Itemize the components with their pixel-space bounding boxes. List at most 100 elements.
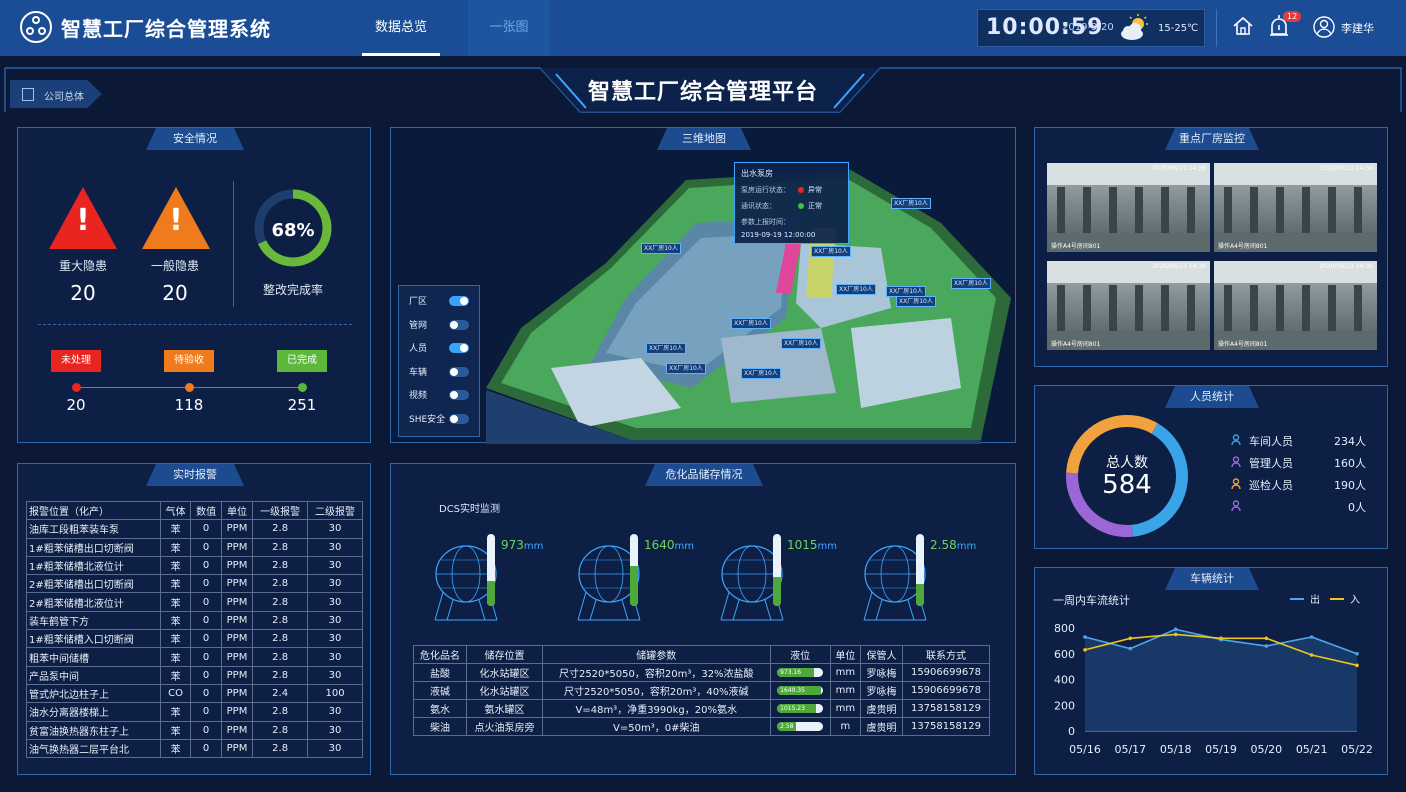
table-cell: 30 xyxy=(307,738,363,759)
column-header: 保管人 xyxy=(860,645,903,664)
tab-data-overview[interactable]: 数据总览 xyxy=(362,0,440,56)
stage-tag-unprocessed[interactable]: 未处理 xyxy=(51,350,101,372)
layer-toggle-row[interactable]: 管网 xyxy=(399,315,479,339)
level-bar-text: 973.16 xyxy=(780,669,802,676)
alert-count-badge: 12 xyxy=(1283,11,1302,22)
data-point[interactable] xyxy=(1083,648,1087,652)
user-avatar-icon[interactable] xyxy=(1313,16,1335,38)
building-label[interactable]: XX厂房10人 xyxy=(896,296,936,307)
data-point[interactable] xyxy=(1219,636,1223,641)
table-cell: 30 xyxy=(307,574,363,594)
building-label[interactable]: XX厂房10人 xyxy=(886,286,926,297)
data-point[interactable] xyxy=(1264,644,1269,648)
building-label[interactable]: XX厂房10人 xyxy=(731,318,771,329)
data-point[interactable] xyxy=(1083,635,1087,639)
building-label[interactable]: XX厂房10人 xyxy=(741,368,781,379)
table-cell: V=50m³，0#柴油 xyxy=(541,717,771,736)
data-point[interactable] xyxy=(1128,646,1133,651)
layer-toggle-switch[interactable] xyxy=(449,413,469,424)
data-point[interactable] xyxy=(1309,653,1314,657)
tank-gauge: 973mm xyxy=(433,534,563,622)
camera-caption: 操作A4号房间801 xyxy=(1051,341,1101,348)
panel-title: 人员统计 xyxy=(1165,386,1259,408)
table-cell: 2.8 xyxy=(252,574,309,594)
personnel-category: 车间人员 xyxy=(1249,435,1293,448)
layer-toggle-switch[interactable] xyxy=(449,390,469,400)
building-label[interactable]: XX厂房10人 xyxy=(641,243,681,254)
building-label[interactable]: XX厂房10人 xyxy=(891,198,931,209)
building-label[interactable]: XX厂房10人 xyxy=(951,278,991,289)
person-icon xyxy=(1231,434,1241,446)
layer-toggle-switch[interactable] xyxy=(449,296,469,306)
popup-status-value: 异常 xyxy=(808,186,822,194)
layer-toggle-switch[interactable] xyxy=(449,343,469,353)
layer-toggle-row[interactable]: 视频 xyxy=(399,385,479,409)
person-icon xyxy=(1231,500,1241,512)
factory-3d-map[interactable] xyxy=(391,128,1017,444)
building-label[interactable]: XX厂房10人 xyxy=(781,338,821,349)
table-cell: 1#粗苯储槽出口切断阀 xyxy=(26,537,161,557)
stage-tag-pending-acceptance[interactable]: 待验收 xyxy=(164,350,214,372)
layer-toggle-row[interactable]: 车辆 xyxy=(399,362,479,386)
level-bar: 1640.35 xyxy=(777,686,824,695)
table-cell: 30 xyxy=(307,647,363,667)
table-cell: 油气换热器二层平台北 xyxy=(26,738,161,759)
alarm-bell-icon[interactable] xyxy=(1268,14,1290,38)
data-point[interactable] xyxy=(1128,636,1133,641)
table-cell: 0 xyxy=(190,629,222,649)
data-point[interactable] xyxy=(1309,635,1314,639)
data-point[interactable] xyxy=(1173,627,1178,632)
general-hazard-label: 一般隐患 xyxy=(150,259,199,273)
building-label[interactable]: XX厂房10人 xyxy=(836,284,876,295)
layer-toggle-row[interactable]: 厂区 xyxy=(399,291,479,315)
data-point[interactable] xyxy=(1173,632,1178,637)
panel-title: 重点厂房监控 xyxy=(1165,128,1259,150)
personnel-category: 巡检人员 xyxy=(1249,479,1293,492)
sphere-tank-icon xyxy=(720,545,784,621)
tab-one-map[interactable]: 一张图 xyxy=(468,0,550,56)
level-bar: 1015.23 xyxy=(777,704,824,713)
data-point[interactable] xyxy=(1355,651,1359,656)
table-cell: 0 xyxy=(190,738,222,759)
home-icon[interactable] xyxy=(1232,16,1254,36)
breadcrumb[interactable]: 公司总体 xyxy=(10,80,102,108)
layer-toggle-switch[interactable] xyxy=(449,366,469,377)
building-label[interactable]: XX厂房10人 xyxy=(811,246,851,257)
stage-tag-completed[interactable]: 已完成 xyxy=(277,350,327,372)
y-tick-label: 600 xyxy=(1054,648,1075,661)
table-cell: 2.8 xyxy=(252,629,309,649)
level-bar-fill xyxy=(777,668,814,677)
popup-comm-value: 正常 xyxy=(808,202,822,210)
layer-toggle-row[interactable]: SHE安全 xyxy=(399,409,479,433)
layer-toggle-switch[interactable] xyxy=(449,319,469,330)
layer-toggle-row[interactable]: 人员 xyxy=(399,338,479,362)
building-label[interactable]: XX厂房10人 xyxy=(646,343,686,354)
user-name[interactable]: 李建华 xyxy=(1341,22,1374,35)
data-point[interactable] xyxy=(1355,663,1359,668)
building-label[interactable]: XX厂房10人 xyxy=(666,363,706,374)
data-point[interactable] xyxy=(1264,636,1269,641)
camera-timestamp: 2020/06/23 14:36 xyxy=(1152,165,1206,172)
table-cell: 苯 xyxy=(159,574,192,594)
